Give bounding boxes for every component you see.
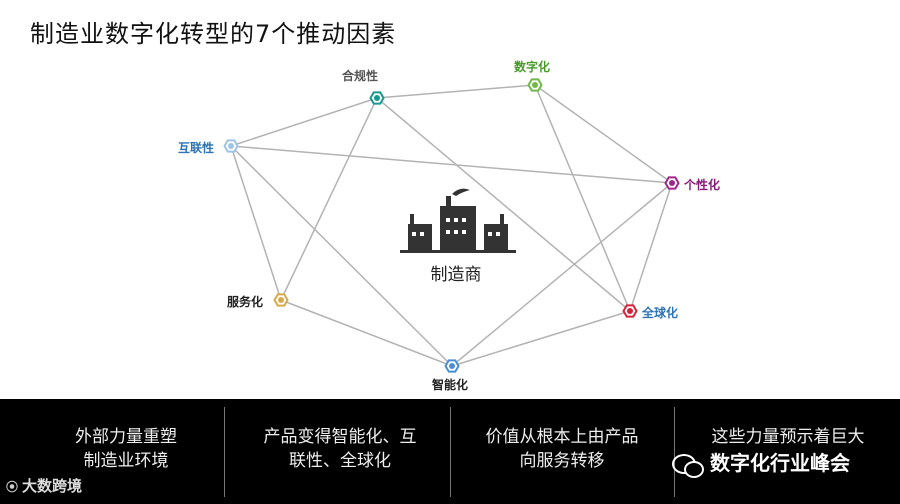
wechat-icon: [672, 453, 704, 478]
page-title: 制造业数字化转型的7个推动因素: [30, 20, 397, 48]
watermark-right: 数字化行业峰会: [672, 447, 850, 478]
edge-connectivity-intelligence: [230, 145, 453, 367]
node-label-compliance: 合规性: [342, 69, 379, 83]
divider: [450, 407, 451, 497]
center-label-manufacturer: 制造商: [430, 265, 482, 285]
bottom-column-2: 产品变得智能化、互 联性、全球化: [240, 425, 440, 473]
edges-group: [230, 84, 673, 367]
logo-icon: ⦿: [6, 480, 19, 494]
node-personalization: [664, 176, 680, 190]
edge-compliance-connectivity: [230, 97, 378, 147]
bottom-column-1: 外部力量重塑 制造业环境: [26, 425, 226, 473]
bottom-column-3-line-1: 价值从根本上由产品: [485, 427, 639, 447]
divider: [674, 407, 675, 497]
node-label-digitalization: 数字化: [514, 60, 551, 74]
edge-digitalization-personalization: [534, 84, 673, 184]
edge-compliance-servitization: [280, 97, 378, 301]
bottom-column-4-line-1: 这些力量预示着巨大: [711, 427, 865, 447]
node-servitization: [273, 293, 289, 307]
node-label-servitization: 服务化: [227, 295, 264, 309]
node-connectivity: [223, 139, 239, 153]
edge-connectivity-servitization: [230, 145, 282, 301]
edge-compliance-globalization: [376, 97, 631, 312]
bottom-column-3-line-2: 向服务转移: [519, 451, 605, 471]
edge-personalization-intelligence: [451, 182, 673, 367]
node-compliance: [369, 91, 385, 105]
edge-digitalization-globalization: [534, 84, 631, 312]
watermark-right-text: 数字化行业峰会: [710, 451, 850, 475]
bottom-column-2-line-2: 联性、全球化: [289, 451, 391, 471]
bottom-column-1-line-1: 外部力量重塑: [75, 427, 177, 447]
node-label-intelligence: 智能化: [432, 378, 469, 392]
network-diagram: [223, 78, 680, 373]
node-label-personalization: 个性化: [684, 178, 721, 192]
divider: [224, 407, 225, 497]
watermark-left-text: 大数跨境: [22, 477, 83, 495]
nodes-group: [223, 78, 680, 373]
edge-intelligence-globalization: [451, 310, 631, 367]
watermark-left: ⦿大数跨境: [6, 475, 82, 496]
factory-icon: [400, 188, 516, 253]
edge-compliance-digitalization: [376, 84, 536, 99]
node-label-connectivity: 互联性: [178, 141, 215, 155]
bottom-column-4: 这些力量预示着巨大: [688, 425, 888, 449]
edge-personalization-globalization: [629, 182, 673, 312]
edge-connectivity-personalization: [230, 145, 673, 184]
bottom-column-3: 价值从根本上由产品 向服务转移: [462, 425, 662, 473]
bottom-column-2-line-1: 产品变得智能化、互: [263, 427, 417, 447]
node-globalization: [622, 304, 638, 318]
edge-servitization-intelligence: [280, 299, 453, 367]
bottom-column-1-line-2: 制造业环境: [83, 451, 169, 471]
bottom-bar: 外部力量重塑 制造业环境 产品变得智能化、互 联性、全球化 价值从根本上由产品 …: [0, 399, 900, 504]
node-label-globalization: 全球化: [642, 306, 679, 320]
node-intelligence: [444, 359, 460, 373]
node-digitalization: [527, 78, 543, 92]
